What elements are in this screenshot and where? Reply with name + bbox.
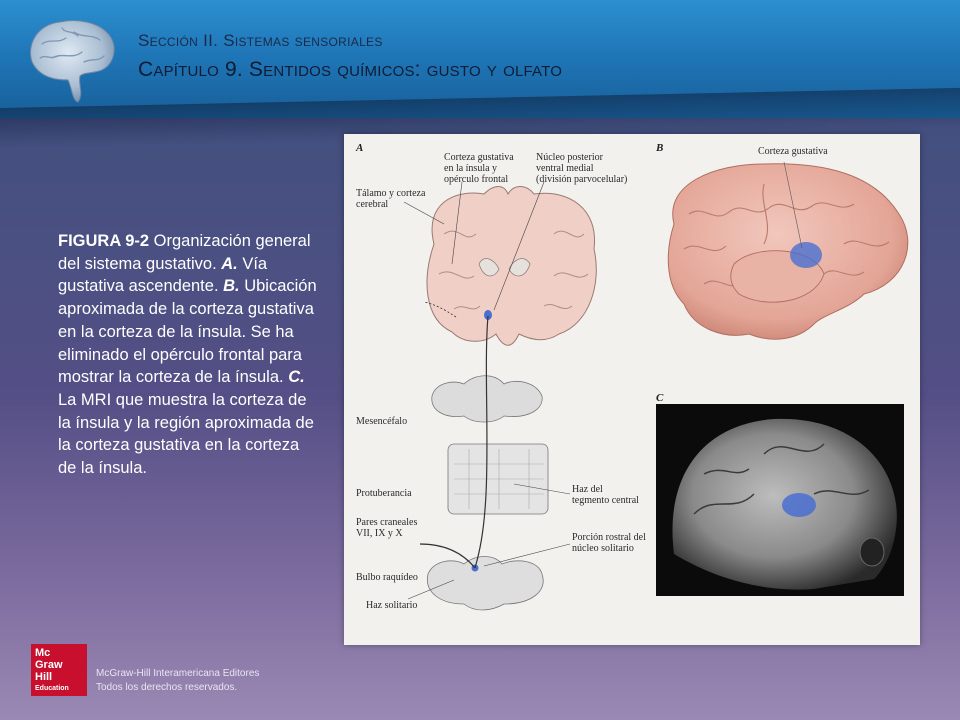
- logo-line-1: Mc: [35, 647, 51, 659]
- pons-section: [447, 443, 549, 515]
- footer-publisher: McGraw-Hill Interamericana Editores: [96, 668, 260, 679]
- lateral-brain-view: [667, 161, 909, 340]
- figure-caption: FIGURA 9-2 Organización general del sist…: [58, 230, 320, 480]
- mri-panel: [656, 404, 904, 596]
- logo-line-3: Hill: [35, 671, 53, 683]
- section-title: Sección II. Sistemas sensoriales: [138, 31, 383, 50]
- label-corteza-gustativa: Corteza gustativa: [758, 146, 828, 157]
- label-porcion-rostral: Porción rostral del núcleo solitario: [572, 532, 646, 554]
- label-bulbo: Bulbo raquídeo: [356, 572, 418, 583]
- caption-text-4: La MRI que muestra la corteza de la ínsu…: [58, 390, 314, 478]
- label-haz-solitario: Haz solitario: [366, 600, 418, 611]
- brain-icon: [30, 20, 115, 103]
- logo-line-2: Graw: [35, 659, 63, 671]
- label-corteza-insula: Corteza gustativa en la ínsula y opércul…: [444, 152, 514, 185]
- label-protuberancia: Protuberancia: [356, 488, 412, 499]
- panel-a-label: A: [356, 142, 364, 154]
- logo-line-4: Education: [35, 685, 69, 692]
- label-pares-craneales: Pares craneales VII, IX y X: [356, 517, 418, 539]
- coronal-brain-section: [426, 186, 597, 346]
- mcgraw-hill-logo: Mc Graw Hill Education: [31, 644, 87, 696]
- caption-text-1: Organización general del sistema gustati…: [58, 232, 311, 273]
- panel-b-label: B: [656, 142, 664, 154]
- figure-id: FIGURA 9-2: [58, 232, 150, 250]
- caption-ref-a: A.: [221, 254, 238, 273]
- label-mesencefalo: Mesencéfalo: [356, 416, 408, 427]
- label-talamo: Tálamo y corteza cerebral: [356, 188, 426, 210]
- label-nucleo-posterior: Núcleo posterior ventral medial (divisió…: [536, 152, 628, 185]
- caption-ref-b: B.: [223, 277, 240, 296]
- caption-ref-c: C.: [288, 368, 305, 387]
- chapter-title: Capítulo 9. Sentidos químicos: gusto y o…: [138, 58, 563, 81]
- gustatory-pathway: [474, 315, 489, 569]
- medulla-section: [427, 556, 544, 611]
- thalamus-highlight: [484, 310, 492, 320]
- figure-illustration: [403, 161, 909, 611]
- caption-text-3: Ubicación aproximada de la corteza gusta…: [58, 277, 317, 387]
- label-haz-tegmento: Haz del tegmento central: [572, 484, 639, 506]
- figure-panel: A B C Corteza gustativa en la ínsula y o…: [344, 134, 920, 645]
- gustatory-cortex-highlight-c: [782, 493, 816, 517]
- gustatory-cortex-highlight-b: [790, 242, 822, 268]
- caption-text-2: Vía gustativa ascendente.: [58, 254, 268, 296]
- panel-c-label: C: [656, 392, 664, 404]
- footer-rights: Todos los derechos reservados.: [96, 682, 238, 693]
